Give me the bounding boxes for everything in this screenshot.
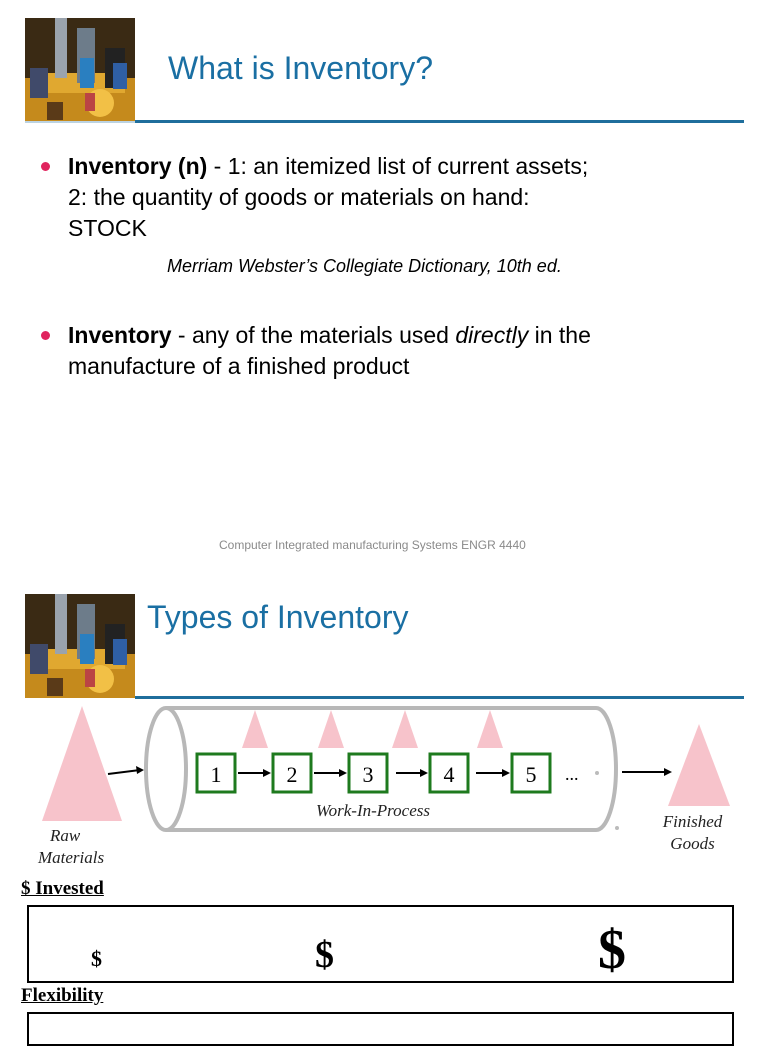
station-label-3: 3 xyxy=(363,762,374,787)
station-box-5 xyxy=(510,752,552,794)
invested-box: $ $ $ xyxy=(27,905,734,983)
bullet1-line3: STOCK xyxy=(68,215,147,241)
raw-label-line1: Raw xyxy=(50,826,81,845)
circuit-board-photo xyxy=(25,18,135,122)
pipe-dot-bottom xyxy=(615,826,619,830)
wip-label: Work-In-Process xyxy=(316,801,430,820)
bullet-dot-1 xyxy=(41,162,50,171)
finished-label-line2: Goods xyxy=(670,834,715,853)
circuit-board-photo-2 xyxy=(25,594,135,698)
process-flow-diagram: 1 2 3 4 5 ... Work-In-Process xyxy=(42,706,730,832)
slide1-title-rule xyxy=(135,120,744,123)
arrow-wip-to-finished-head xyxy=(664,768,672,776)
arrow-raw-to-wip xyxy=(107,769,141,775)
slide1-title-rule-left xyxy=(25,121,135,123)
finished-goods-triangle xyxy=(668,724,730,806)
station-box-2 xyxy=(271,752,313,794)
pipe-dot-top xyxy=(595,771,599,775)
flexibility-heading: Flexibility xyxy=(21,985,104,1006)
wip-buffer-3 xyxy=(392,710,418,748)
dollar-small: $ xyxy=(91,946,102,971)
bullet1-line1: - 1: an itemized list of current assets; xyxy=(207,153,589,179)
flexibility-box xyxy=(27,1012,734,1046)
arrow-raw-to-wip-head xyxy=(136,766,144,774)
bullet1-line2: 2: the quantity of goods or materials on… xyxy=(68,184,530,210)
finished-label-line1: Finished xyxy=(662,812,723,831)
dollar-large: $ xyxy=(598,919,626,981)
station-box-3 xyxy=(347,752,389,794)
bullet2-term: Inventory xyxy=(68,322,172,348)
arrow-2-3-head xyxy=(339,769,347,777)
wip-cylinder-end xyxy=(144,706,188,832)
arrow-3-4-head xyxy=(420,769,428,777)
bullet2-emphasis: directly xyxy=(455,322,529,348)
dollar-medium: $ xyxy=(315,934,334,976)
bullet2-part1: - any of the materials used xyxy=(171,322,456,348)
bullet2-line2: manufacture of a finished product xyxy=(68,353,410,379)
station-label-5: 5 xyxy=(526,762,537,787)
bullet1-text: Inventory (n) - 1: an itemized list of c… xyxy=(68,151,588,244)
raw-materials-label: Raw Materials xyxy=(38,825,104,869)
station-label-2: 2 xyxy=(287,762,298,787)
station-label-1: 1 xyxy=(211,762,222,787)
bullet2-text: Inventory - any of the materials used di… xyxy=(68,320,591,382)
arrow-1-2-head xyxy=(263,769,271,777)
arrow-4-5-head xyxy=(502,769,510,777)
wip-buffer-1 xyxy=(242,710,268,748)
raw-label-line2: Materials xyxy=(38,848,105,867)
wip-buffer-4 xyxy=(477,710,503,748)
dictionary-citation: Merriam Webster’s Collegiate Dictionary,… xyxy=(167,256,562,276)
station-ellipsis: ... xyxy=(565,764,579,784)
slide2-title-rule xyxy=(135,696,744,699)
raw-materials-triangle xyxy=(42,706,122,821)
bullet-dot-2 xyxy=(41,331,50,340)
station-box-1 xyxy=(195,752,237,794)
slide1-title: What is Inventory? xyxy=(168,50,433,86)
wip-cylinder-body xyxy=(166,706,618,832)
bullet2-part2: in the xyxy=(528,322,591,348)
wip-buffer-2 xyxy=(318,710,344,748)
slide2-title: Types of Inventory xyxy=(147,599,409,635)
slide1-footer: Computer Integrated manufacturing System… xyxy=(219,538,526,552)
invested-heading: $ Invested xyxy=(21,878,104,899)
station-label-4: 4 xyxy=(444,762,455,787)
finished-goods-label: Finished Goods xyxy=(655,811,730,855)
bullet1-term: Inventory (n) xyxy=(68,153,208,179)
station-box-4 xyxy=(428,752,470,794)
